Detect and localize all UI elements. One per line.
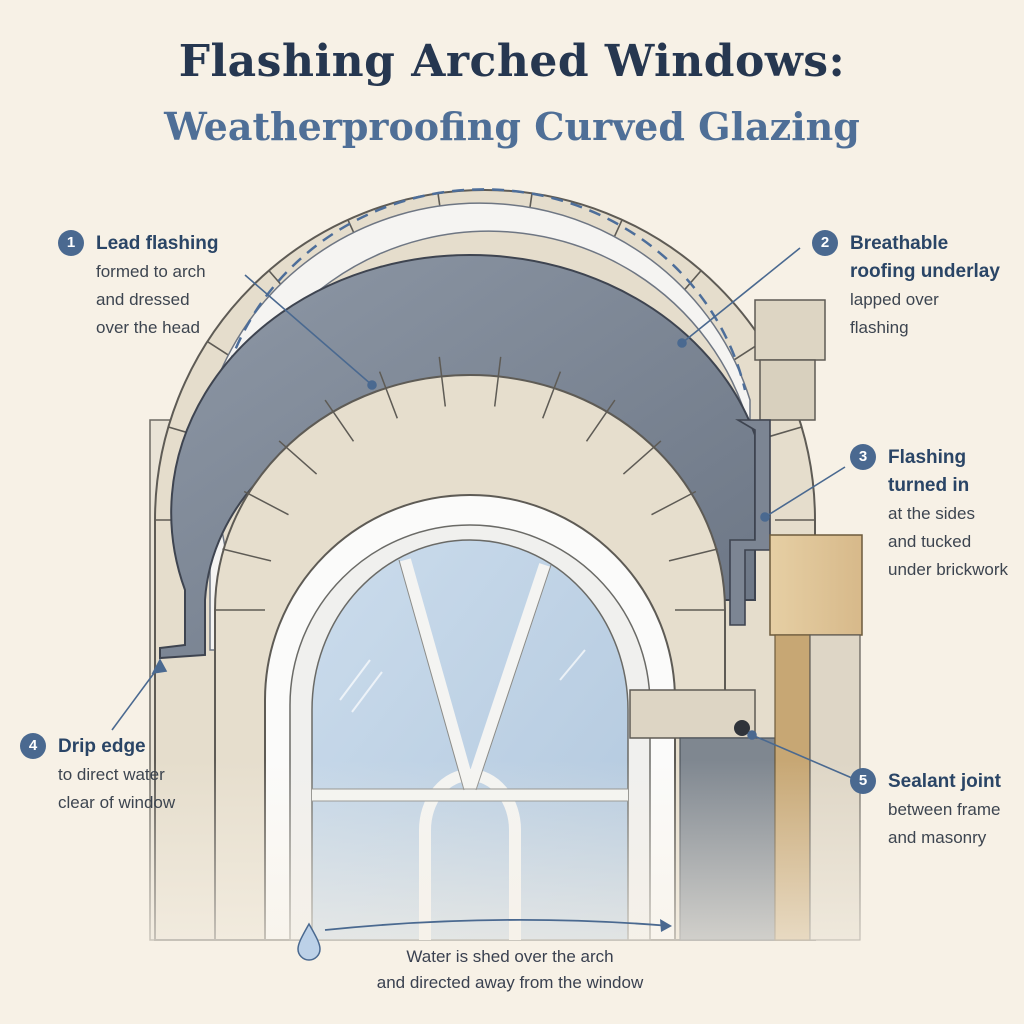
water-flow-arrowhead [660, 919, 672, 932]
sealant-joint-bead [734, 720, 750, 736]
pier-stone [754, 299, 826, 361]
callout-line: lapped over [850, 290, 939, 309]
stone-joint [222, 548, 272, 562]
diagram-title: Flashing Arched Windows: [178, 36, 846, 87]
callout-number: 2 [812, 230, 838, 256]
stone-joint [493, 356, 502, 407]
callout-line: over the head [96, 318, 200, 337]
stone-joint [585, 399, 616, 442]
water-flow-arrow [324, 918, 671, 931]
callout-number: 5 [850, 768, 876, 794]
sill-stone [629, 689, 756, 739]
callout-line: and masonry [888, 828, 987, 847]
leader-arrow-4 [151, 658, 168, 675]
callout-heading: Lead flashing [96, 233, 219, 254]
callout-number: 4 [20, 733, 46, 759]
stone-joint [438, 356, 447, 407]
stone-joint [324, 399, 355, 442]
callout-heading: Drip edge [58, 736, 146, 757]
stone-joint [541, 371, 562, 419]
flashing-side-upstand [729, 419, 771, 626]
stone-joint [622, 440, 662, 475]
stone-joint [651, 490, 697, 516]
diagram-subtitle: Weatherproofing Curved Glazing [164, 104, 860, 149]
callout-line: and dressed [96, 290, 190, 309]
caption-line: Water is shed over the arch [406, 947, 614, 966]
callout-heading: roofing underlay [850, 261, 1000, 282]
leader-dot-5 [747, 730, 757, 740]
leader-line-4 [111, 664, 161, 731]
callout-line: clear of window [58, 793, 176, 812]
leader-dot-3 [760, 512, 770, 522]
callout-number: 3 [850, 444, 876, 470]
timber-lintel [769, 534, 863, 636]
callout-line: formed to arch [96, 262, 206, 281]
callout-line: and tucked [888, 532, 972, 551]
inner-arch-joints [215, 356, 725, 611]
glass-reflections [339, 649, 586, 713]
callout-line: under brickwork [888, 560, 1008, 579]
bottom-fade [0, 760, 1024, 1024]
stone-joint [243, 490, 289, 516]
leader-dot-1 [367, 380, 377, 390]
callout-heading: Breathable [850, 233, 949, 254]
right-pier [754, 299, 826, 421]
callout-line: at the sides [888, 504, 975, 523]
leader-lines [111, 247, 853, 779]
callout-line: flashing [850, 318, 909, 337]
water-drop-icon [297, 922, 321, 961]
callout-line: between frame [888, 800, 1001, 819]
leader-line-2 [681, 247, 801, 344]
leader-dot-2 [677, 338, 687, 348]
leader-line-1 [244, 274, 373, 386]
stone-joint [378, 371, 399, 419]
stone-joint [668, 548, 718, 562]
callout-heading: Sealant joint [888, 771, 1001, 792]
leader-line-3 [764, 466, 846, 518]
pier-stone [759, 359, 816, 421]
caption-line: and directed away from the window [376, 973, 644, 992]
leader-line-5 [751, 734, 853, 779]
stone-joint [278, 440, 318, 475]
callout-number: 1 [58, 230, 84, 256]
callout-heading: Flashing [888, 447, 967, 468]
callout-heading: turned in [888, 475, 970, 496]
callout-line: to direct water [58, 765, 165, 784]
water-shedding-caption: Water is shed over the arch and directed… [300, 944, 720, 996]
